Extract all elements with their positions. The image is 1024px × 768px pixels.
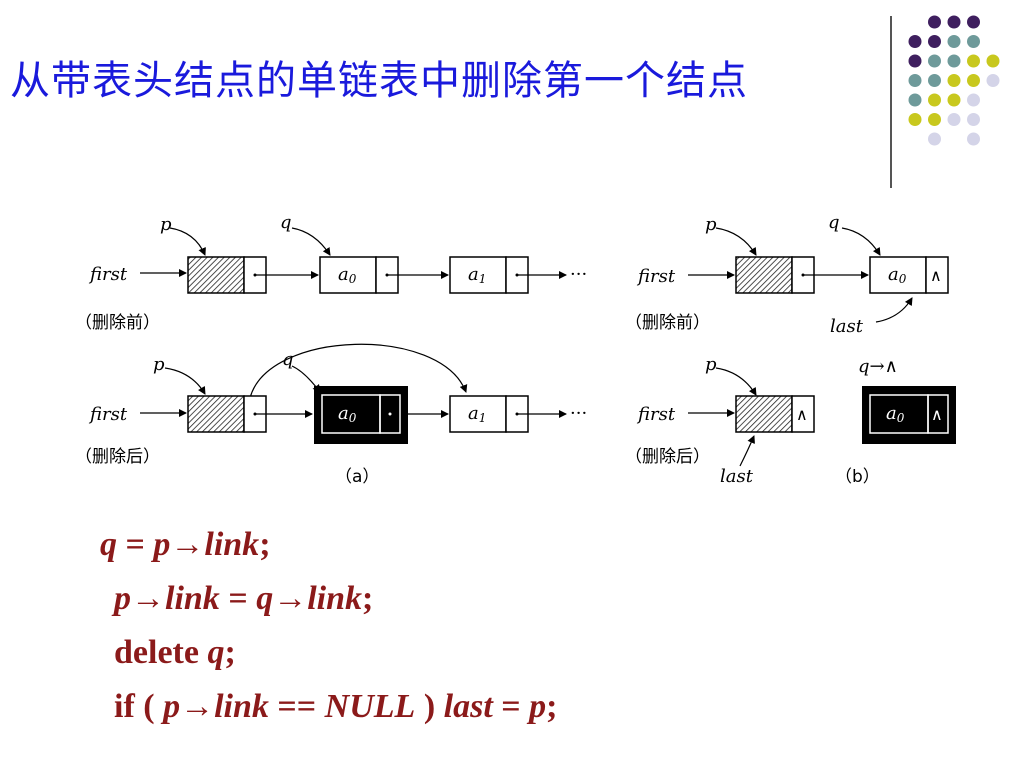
null-mark: ∧: [796, 405, 808, 424]
decorative-dot: [947, 35, 961, 48]
header-node: [187, 395, 245, 433]
decorative-dot: [947, 113, 961, 126]
node-a0: [869, 256, 927, 294]
header-node: [187, 256, 245, 294]
decorative-dot: [908, 54, 922, 68]
panel-a-before: p q first a0 a1 ··· （删除前）: [75, 212, 587, 333]
decorative-dot: [967, 74, 980, 87]
title-divider: [890, 16, 892, 188]
svg-text:a0: a0: [888, 264, 907, 286]
decorative-dot: [908, 113, 922, 126]
last-label: last: [720, 466, 754, 487]
panel-b-after: p q→∧ first ∧ a0 ∧ last （删除后） （b）: [625, 354, 956, 487]
svg-text:a1: a1: [468, 264, 486, 286]
decorative-dot: [928, 132, 941, 146]
null-mark: ∧: [931, 405, 943, 424]
decorative-dot: [967, 35, 980, 48]
header-node: [735, 395, 793, 433]
decorative-dot: [967, 93, 980, 107]
first-label: first: [88, 264, 128, 285]
code-line-4: if ( p→link == NULL ) last = p;: [114, 688, 558, 725]
decorative-dot: [928, 35, 941, 48]
code-line-2: p→link = q→link;: [114, 580, 374, 617]
decorative-dot: [967, 113, 980, 126]
code-line-1: q = p→link;: [100, 526, 271, 563]
pointer-q-label: q: [828, 212, 840, 233]
q-null-label: q→∧: [858, 356, 898, 377]
svg-text:a0: a0: [338, 403, 357, 425]
decorative-dot: [967, 54, 980, 68]
decorative-dot: [947, 15, 961, 29]
decorative-dot: [986, 74, 1000, 87]
header-node: [735, 256, 793, 294]
panel-b-before: p q first a0 ∧ last （删除前）: [625, 212, 949, 337]
decorative-dot: [908, 93, 922, 107]
node-a1: [449, 395, 507, 433]
node-a1: [449, 256, 507, 294]
node-a0: [319, 256, 377, 294]
pointer-p-label: p: [160, 214, 172, 235]
first-label: first: [636, 404, 676, 425]
linked-list-diagram: p q first a0 a1 ··· （删除前） p: [75, 212, 956, 487]
decorative-dot: [967, 132, 980, 146]
svg-text:a0: a0: [886, 403, 905, 425]
after-label: （删除后）: [625, 447, 710, 467]
decorative-dot: [947, 74, 961, 87]
decorative-dot: [967, 15, 980, 29]
decorative-dot: [947, 93, 961, 107]
before-label: （删除前）: [625, 313, 710, 333]
decorative-dot: [928, 15, 941, 29]
decorative-dot: [928, 93, 941, 107]
first-label: first: [636, 266, 676, 287]
slide-title: 从带表头结点的单链表中删除第一个结点: [10, 58, 748, 104]
svg-text:a1: a1: [468, 403, 486, 425]
null-mark: ∧: [930, 266, 942, 285]
decorative-dot: [908, 74, 922, 87]
decorative-dot: [986, 54, 1000, 68]
code-block: q = p→link; p→link = q→link; delete q; i…: [100, 518, 557, 734]
pointer-p-label: p: [705, 354, 717, 375]
ellipsis: ···: [570, 403, 587, 424]
pointer-p-label: p: [705, 214, 717, 235]
last-label: last: [830, 316, 864, 337]
caption-a: （a）: [335, 467, 379, 487]
pointer-q-label: q: [280, 212, 292, 233]
code-line-3: delete q;: [114, 634, 236, 671]
svg-text:a0: a0: [338, 264, 357, 286]
panel-a-after: p q first a0 a1 ··· （删除后） （a）: [75, 343, 587, 487]
decorative-dot: [908, 35, 922, 48]
after-label: （删除后）: [75, 447, 160, 467]
first-label: first: [88, 404, 128, 425]
caption-b: （b）: [835, 467, 880, 487]
decorative-dot: [928, 54, 941, 68]
pointer-p-label: p: [153, 354, 165, 375]
decorative-dot: [947, 54, 961, 68]
ellipsis: ···: [570, 264, 587, 285]
before-label: （删除前）: [75, 313, 160, 333]
decorative-dot-grid: [908, 15, 1000, 146]
decorative-dot: [928, 113, 941, 126]
decorative-dot: [928, 74, 941, 87]
